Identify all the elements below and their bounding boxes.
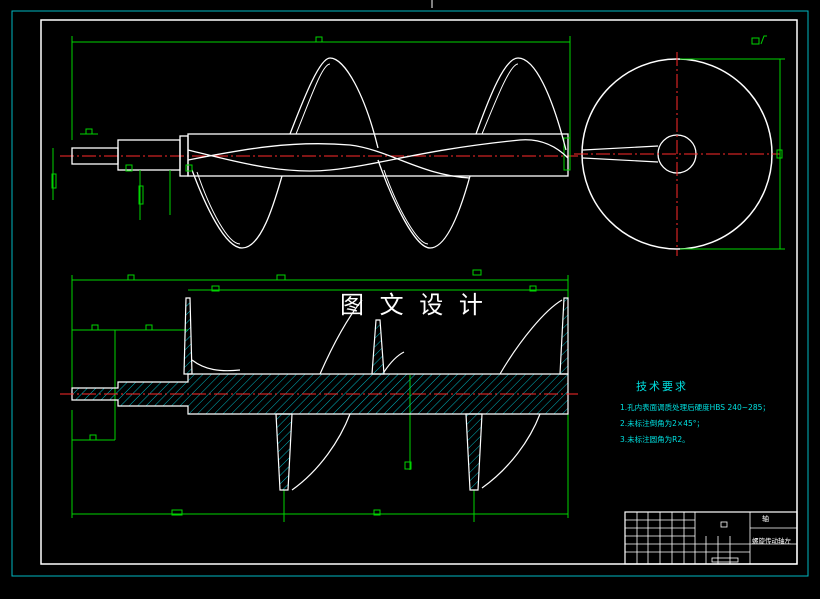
technical-requirements: 技术要求 1.孔内表面调质处理后硬度HBS 240~285； 2.未标注倒角为2… xyxy=(620,378,796,448)
outer-frame xyxy=(11,10,809,577)
end-view-disc xyxy=(574,35,785,256)
watermark-text: 图 文 设 计 xyxy=(340,291,487,319)
drawing-name: 螺旋传动轴左 xyxy=(752,537,791,545)
inner-frame xyxy=(40,19,798,565)
section-view xyxy=(60,269,578,522)
tech-req-title: 技术要求 xyxy=(636,380,688,393)
tech-req-item: 3.未标注圆角为R2。 xyxy=(620,435,690,444)
tech-req-item: 1.孔内表面调质处理后硬度HBS 240~285； xyxy=(620,403,770,412)
top-view-auger xyxy=(51,36,578,249)
title-block-label: 轴 xyxy=(762,515,769,523)
tech-req-item: 2.未标注倒角为2×45°； xyxy=(620,419,705,428)
title-block xyxy=(624,511,798,565)
